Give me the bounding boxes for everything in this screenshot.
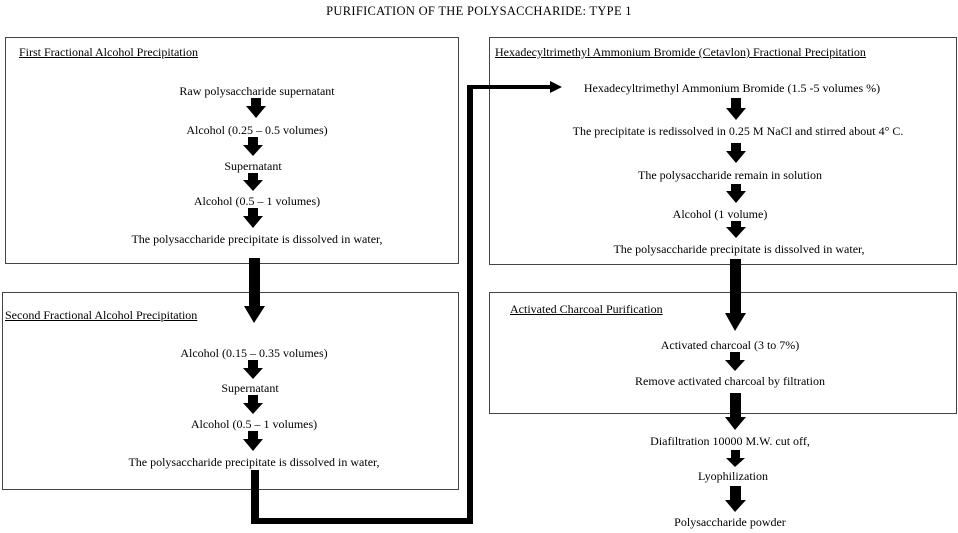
step-dissolved-water-3: The polysaccharide precipitate is dissol… <box>613 242 865 256</box>
arrow-first-to-second <box>244 258 265 323</box>
arrow-second-to-cetavlon <box>251 81 562 524</box>
first-precipitation-box <box>5 37 459 264</box>
step-supernatant-1: Supernatant <box>224 159 282 173</box>
charcoal-purification-box <box>489 292 957 414</box>
step-supernatant-2: Supernatant <box>221 381 279 395</box>
arrow-lyophilization-to-powder <box>725 486 746 512</box>
arrow-charcoal-1 <box>725 352 745 371</box>
arrow-cetavlon-to-charcoal <box>725 259 746 331</box>
step-remove-charcoal: Remove activated charcoal by filtration <box>635 374 825 388</box>
step-alcohol-025-05: Alcohol (0.25 – 0.5 volumes) <box>186 123 328 137</box>
step-polysaccharide-powder: Polysaccharide powder <box>674 515 786 529</box>
step-alcohol-05-1-a: Alcohol (0.5 – 1 volumes) <box>193 194 321 208</box>
arrow-first-1 <box>246 98 266 118</box>
step-activated-charcoal: Activated charcoal (3 to 7%) <box>660 338 800 352</box>
step-dissolved-water-2: The polysaccharide precipitate is dissol… <box>128 455 380 469</box>
step-redissolved-nacl: The precipitate is redissolved in 0.25 M… <box>572 124 904 138</box>
arrow-charcoal-to-diafiltration <box>725 393 746 430</box>
step-lyophilization: Lyophilization <box>698 469 768 483</box>
step-dissolved-water-1: The polysaccharide precipitate is dissol… <box>131 232 383 246</box>
arrow-second-2 <box>243 395 263 414</box>
arrow-first-3 <box>243 173 263 191</box>
second-precipitation-box <box>2 292 459 490</box>
arrow-cetavlon-2 <box>726 143 746 163</box>
charcoal-purification-title: Activated Charcoal Purification <box>510 302 663 316</box>
step-alcohol-015-035: Alcohol (0.15 – 0.35 volumes) <box>180 346 328 360</box>
step-remain-solution: The polysaccharide remain in solution <box>638 168 822 182</box>
cetavlon-precipitation-box <box>489 37 957 265</box>
arrow-diafiltration-to-lyophilization <box>726 450 745 467</box>
step-alcohol-05-1-b: Alcohol (0.5 – 1 volumes) <box>190 417 318 431</box>
arrow-first-4 <box>243 208 263 228</box>
cetavlon-precipitation-title: Hexadecyltrimethyl Ammonium Bromide (Cet… <box>495 45 866 59</box>
step-diafiltration: Diafiltration 10000 M.W. cut off, <box>650 434 810 448</box>
arrow-cetavlon-3 <box>726 184 746 203</box>
first-precipitation-title: First Fractional Alcohol Precipitation <box>19 45 198 59</box>
arrow-second-1 <box>243 360 263 379</box>
step-raw-supernatant: Raw polysaccharide supernatant <box>179 84 335 98</box>
step-ctab: Hexadecyltrimethyl Ammonium Bromide (1.5… <box>583 81 881 95</box>
arrow-cetavlon-4 <box>726 221 746 238</box>
diagram-title: PURIFICATION OF THE POLYSACCHARIDE: TYPE… <box>326 4 632 18</box>
second-precipitation-title: Second Fractional Alcohol Precipitation <box>5 308 198 322</box>
step-alcohol-1-volume: Alcohol (1 volume) <box>672 207 768 221</box>
arrow-second-3 <box>243 431 263 451</box>
arrow-first-2 <box>243 137 263 156</box>
arrow-cetavlon-1 <box>726 98 746 120</box>
